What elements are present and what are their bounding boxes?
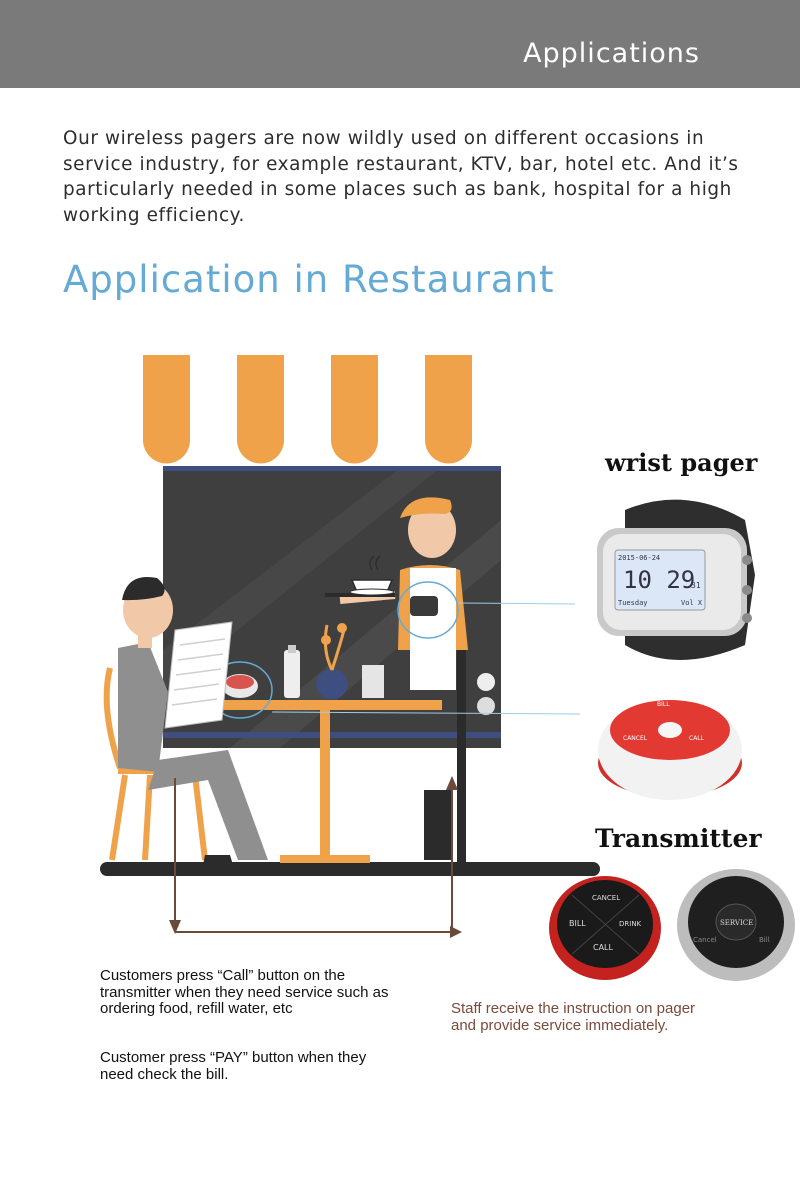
call-button-image: BILL CANCEL CALL: [598, 700, 742, 800]
watch-day: Tuesday: [618, 599, 648, 607]
header-title: Applications: [523, 38, 700, 69]
awning: [143, 355, 503, 465]
red-transmitter-image: CANCEL BILL DRINK CALL: [549, 876, 661, 980]
watch-date: 2015-06-24: [618, 554, 660, 562]
waiter-wrist-pager: [410, 596, 438, 616]
wrist-pager-image: 2015-06-24 10 29 31 Tuesday Vol X: [597, 499, 755, 660]
waiter-figure: [325, 497, 576, 860]
black-tx-service: SERVICE: [720, 919, 753, 927]
watch-code: Vol X: [681, 599, 703, 607]
vase: [316, 669, 348, 699]
staff-instruction: Staff receive the instruction on pager a…: [451, 1000, 696, 1034]
red-tx-bill: BILL: [569, 919, 586, 928]
customer-pay-instruction: Customer press “PAY” button when they ne…: [100, 1049, 367, 1083]
call-button-bill: BILL: [657, 701, 670, 708]
section-title: Application in Restaurant: [63, 258, 555, 301]
black-tx-cancel: Cancel: [693, 936, 717, 944]
black-transmitter-image: SERVICE Cancel Bill: [677, 869, 795, 981]
watch-time: 10 29: [623, 566, 695, 594]
intro-paragraph: Our wireless pagers are now wildly used …: [63, 128, 739, 226]
customer-instruction: Customers press “Call” button on the tra…: [100, 967, 389, 1017]
call-button-cancel: CANCEL: [623, 735, 648, 742]
customer-figure: [118, 576, 268, 865]
table: [222, 700, 442, 863]
pole: [457, 650, 466, 862]
floor-line: [100, 862, 600, 876]
window-stripe: [163, 732, 501, 738]
black-tx-bill: Bill: [759, 936, 770, 944]
header-band: Applications: [0, 0, 800, 88]
red-tx-cancel: CANCEL: [592, 894, 620, 902]
call-button-call: CALL: [689, 735, 705, 742]
watch-side-button: [742, 555, 752, 565]
wrist-pager-label: wrist pager: [605, 448, 758, 477]
red-tx-call: CALL: [593, 943, 614, 952]
watch-seconds: 31: [691, 581, 701, 590]
bottle: [284, 650, 300, 698]
menu-stand: [362, 665, 384, 698]
transmitter-label: Transmitter: [595, 824, 762, 853]
red-tx-drink: DRINK: [619, 920, 642, 928]
menu-paper: [164, 621, 233, 729]
flow-arrows: [169, 776, 462, 938]
restaurant-illustration: [100, 355, 600, 938]
